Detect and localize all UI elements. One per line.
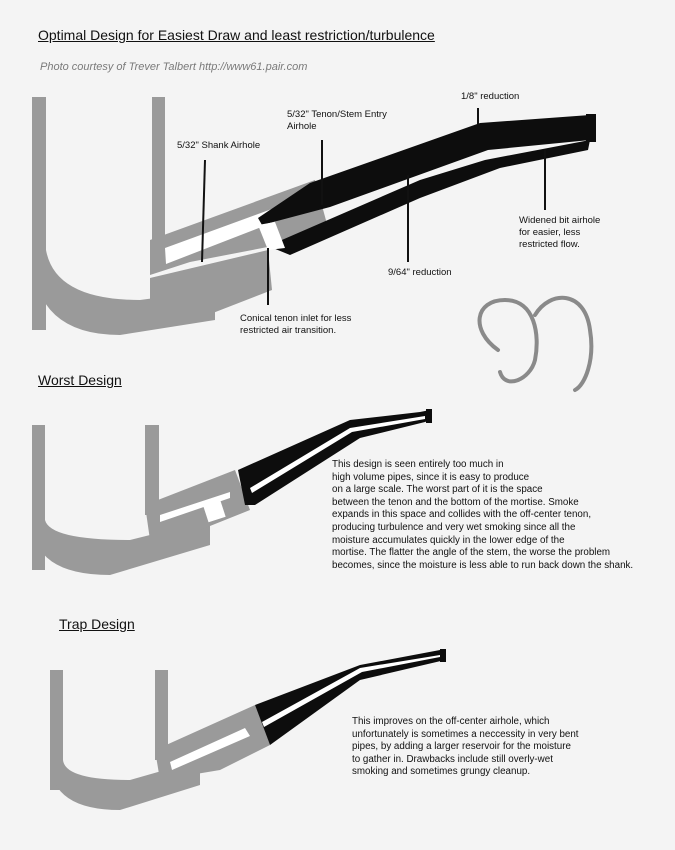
trap-stem (255, 650, 445, 745)
worst-bit-button (426, 409, 432, 423)
callout-shank-airhole (201, 159, 206, 263)
label-shank-airhole: 5/32" Shank Airhole (177, 140, 261, 151)
label-widened-bit-line-1: Widened bit airhole (519, 215, 601, 226)
label-tenon-entry-line-1: 5/32" Tenon/Stem Entry (287, 109, 387, 120)
trap-description-line: smoking and sometimes grungy cleanup. (352, 766, 531, 778)
trap-description-line: pipes, by adding a larger reservoir for … (352, 741, 571, 753)
optimal-stem-upper (258, 115, 590, 225)
trap-description-line: unfortunately is sometimes a neccessity … (352, 728, 579, 740)
worst-description: This design is seen entirely too much in… (332, 459, 633, 572)
page-title: Optimal Design for Easiest Draw and leas… (38, 27, 435, 43)
worst-description-line: This design is seen entirely too much in (332, 459, 504, 470)
trap-pipe (50, 649, 446, 810)
label-conical-tenon: Conical tenon inlet for less restricted … (240, 313, 351, 337)
label-conical-tenon-line-2: restricted air transition. (240, 325, 337, 336)
label-widened-bit-line-2: for easier, less (519, 227, 581, 238)
worst-description-line: moisture accumulates quickly in the lowe… (332, 534, 565, 546)
label-widened-bit-line-3: restricted flow. (519, 239, 580, 250)
worst-description-line: producing turbulence and very wet smokin… (332, 521, 576, 533)
worst-pipe (32, 409, 432, 575)
label-tenon-entry-line-2: Airhole (287, 121, 317, 132)
worst-mortise-gap (202, 497, 226, 523)
optimal-pipe (32, 97, 596, 335)
worst-bowl-inner-wall (145, 425, 159, 515)
trap-bit-button (440, 649, 446, 662)
label-tenon-entry: 5/32" Tenon/Stem Entry Airhole (287, 109, 387, 133)
optimal-bit-button (586, 114, 596, 142)
swirl-logo-left (477, 297, 539, 384)
worst-description-line: becomes, since the moisture is less able… (332, 559, 634, 571)
trap-description-line: to gather in. Drawbacks include still ov… (352, 753, 553, 765)
photo-credit: Photo courtesy of Trever Talbert http://… (40, 61, 308, 73)
worst-heading: Worst Design (38, 372, 122, 388)
worst-description-line: expands in this space and collides with … (332, 509, 592, 521)
label-conical-tenon-line-1: Conical tenon inlet for less (240, 313, 352, 324)
worst-description-line: between the tenon and the bottom of the … (332, 496, 579, 508)
swirl-logo (477, 295, 594, 392)
trap-heading: Trap Design (59, 616, 135, 632)
worst-shank-airhole (160, 492, 230, 522)
label-widened-bit: Widened bit airhole for easier, less res… (519, 215, 600, 251)
trap-description: This improves on the off-center airhole,… (352, 716, 579, 779)
label-reduction-9-64: 9/64" reduction (388, 267, 452, 278)
optimal-stem-lower (268, 140, 590, 255)
trap-description-line: This improves on the off-center airhole,… (352, 716, 550, 727)
label-reduction-1-8: 1/8" reduction (461, 91, 520, 102)
worst-description-line: on a large scale. The worst part of it i… (332, 484, 543, 496)
optimal-conical-inlet (258, 222, 285, 250)
optimal-bowl-inner-wall (152, 97, 165, 245)
optimal-shank-lower (150, 250, 272, 320)
worst-stem (238, 410, 430, 505)
swirl-logo-right (533, 295, 594, 392)
worst-description-line: high volume pipes, since it is easy to p… (332, 471, 530, 483)
worst-description-line: mortise. The flatter the angle of the st… (332, 547, 611, 559)
trap-shank-airhole (170, 728, 250, 770)
trap-bowl-inner-wall (155, 670, 168, 760)
